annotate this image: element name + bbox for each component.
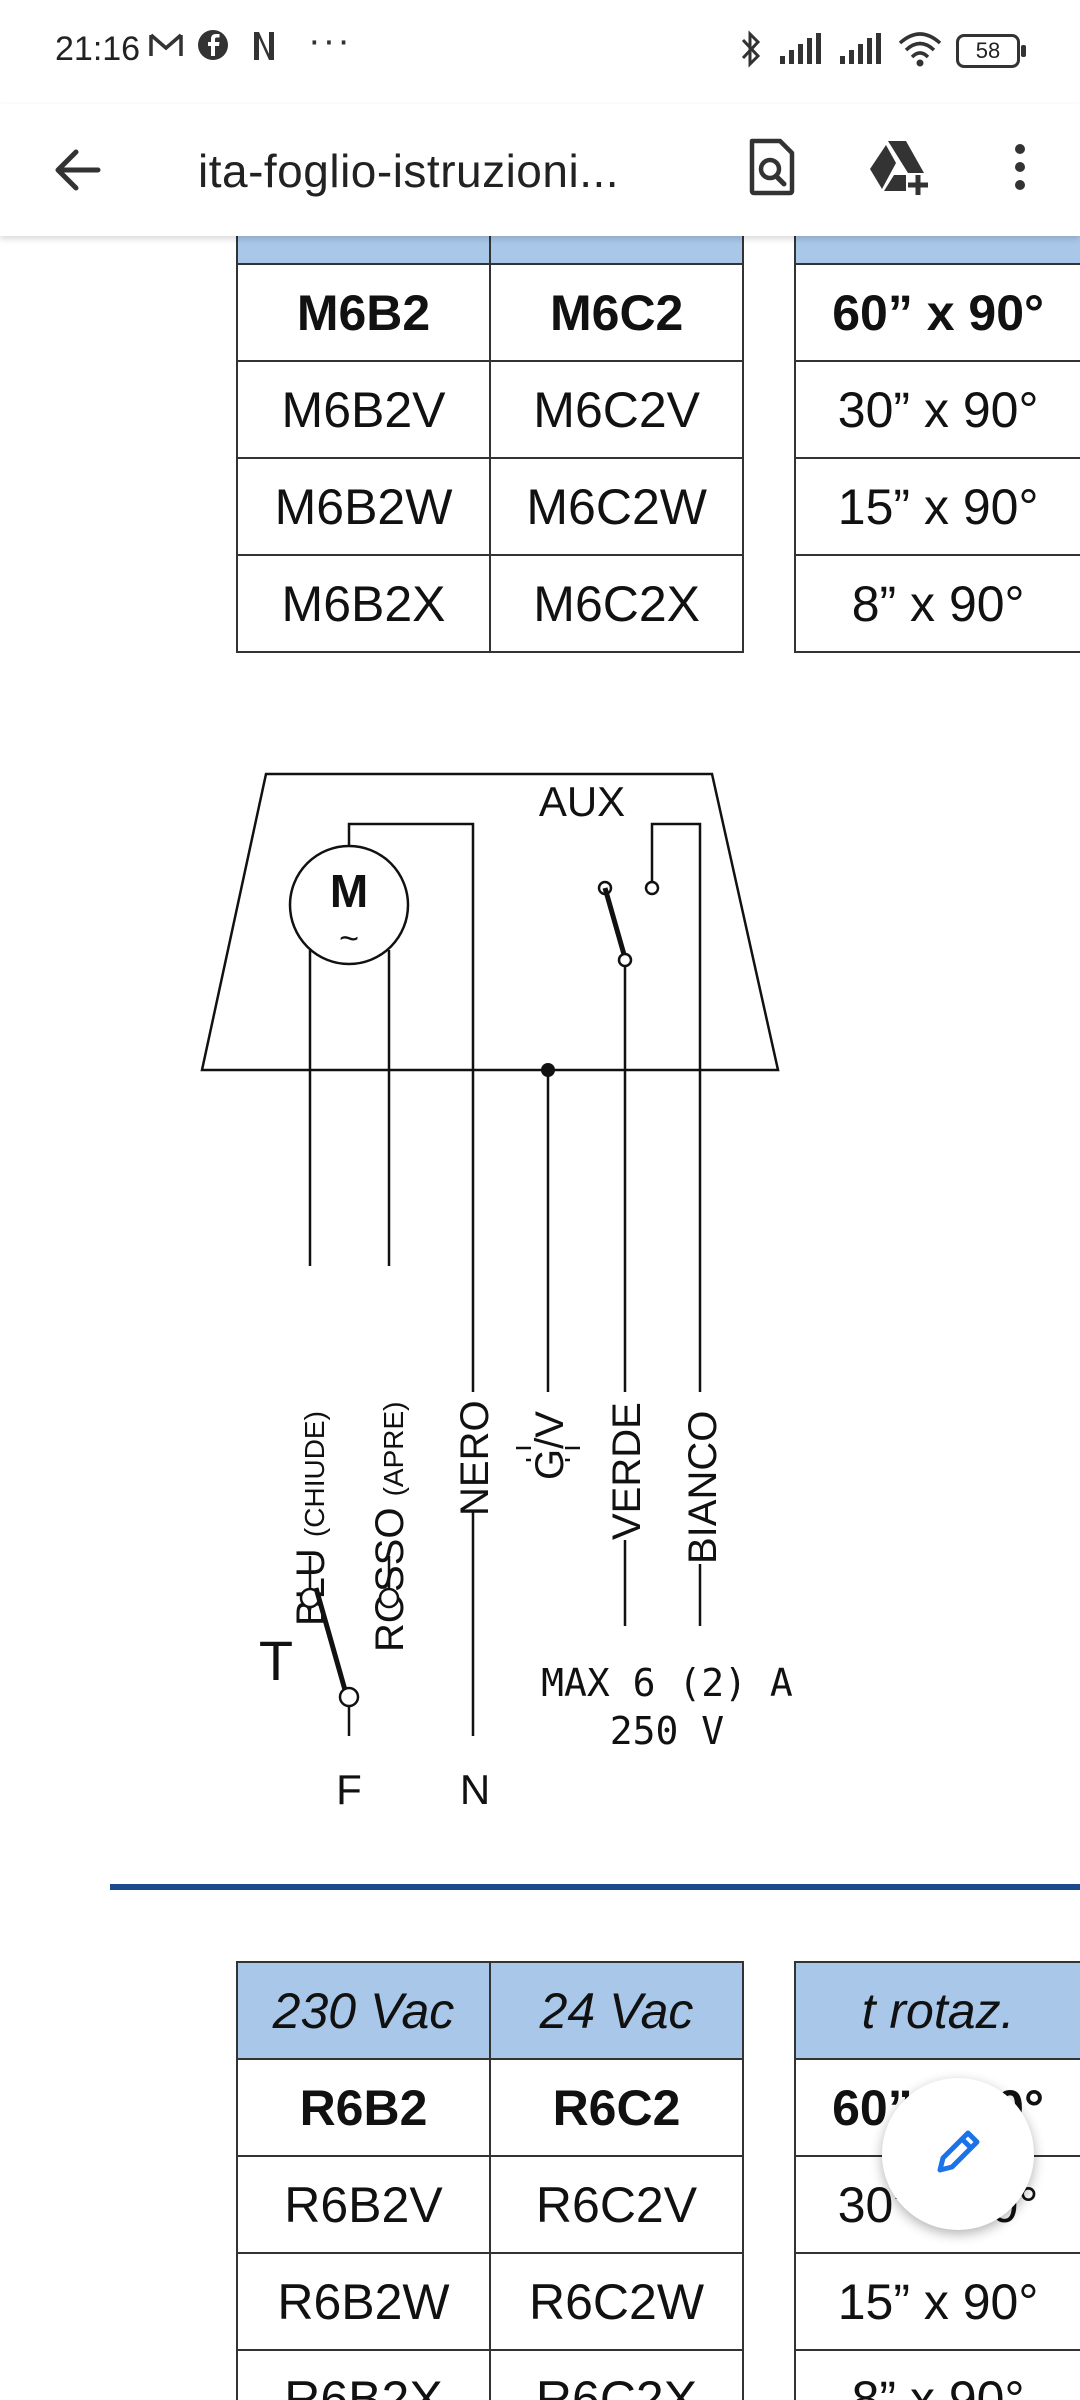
table-cell: R6B2 — [236, 2058, 491, 2157]
label-gv: G/V — [528, 1411, 572, 1480]
status-time: 21:16 — [55, 30, 141, 68]
wiring-diagram: M ~ AUX BLU (CHIUDE) ROSSO (APRE) NERO G… — [200, 772, 793, 1813]
table-cell: 230 Vac — [236, 1961, 491, 2060]
more-dots-icon: ··· — [308, 20, 352, 62]
bluetooth-icon — [738, 29, 764, 74]
table-cell: R6B2V — [236, 2155, 491, 2254]
table-cell: 15” x 90° — [794, 2252, 1080, 2351]
table-row: M6B2 M6C2 60” x 90° — [235, 263, 1080, 362]
table-row: R6B2W R6C2W 15” x 90° — [236, 2252, 1080, 2351]
switch-t-label: T — [259, 1629, 293, 1692]
label-rosso: ROSSO (APRE) — [368, 1401, 412, 1652]
gmail-icon — [148, 28, 184, 70]
table-cell: 8” x 90° — [794, 554, 1080, 653]
document-title: ita-foglio-istruzioni... — [198, 145, 620, 197]
table-gap — [743, 1962, 796, 2059]
wifi-icon — [898, 31, 942, 72]
find-in-page-icon[interactable] — [737, 132, 807, 202]
table-cell: M6C2W — [489, 457, 745, 556]
table-cell: 230 Vac — [235, 236, 492, 265]
ground-junction — [541, 1063, 555, 1077]
status-icons: 58 — [738, 28, 1026, 74]
signal-icon — [778, 32, 824, 71]
table-cell: M6B2X — [235, 554, 492, 653]
table-cell: M6B2V — [235, 360, 492, 459]
f-label: F — [336, 1766, 362, 1813]
table-cell: 15” x 90° — [794, 457, 1080, 556]
table-cell: t rotaz. — [794, 236, 1080, 265]
table-cell: M6B2W — [235, 457, 492, 556]
table-cell: R6B2W — [236, 2252, 491, 2351]
label-verde: VERDE — [605, 1402, 649, 1540]
actuator-housing — [200, 772, 780, 1072]
aux-switch-arm — [602, 887, 628, 959]
wire-nero — [347, 822, 475, 1736]
status-bar: 21:16 ··· 58 — [0, 0, 1080, 104]
table-gap — [743, 2253, 795, 2350]
edit-fab-button[interactable] — [882, 2078, 1034, 2230]
table-cell: 60” x 90° — [794, 263, 1080, 362]
table-row: 230 Vac 24 Vac t rotaz. — [236, 1961, 1080, 2060]
table-cell: 24 Vac — [489, 236, 745, 265]
section-divider — [110, 1884, 1080, 1890]
table-gap — [743, 2059, 795, 2156]
app-toolbar: ita-foglio-istruzioni... — [0, 104, 1080, 236]
label-blu: BLU (CHIUDE) — [289, 1411, 333, 1626]
table-row: M6B2V M6C2V 30” x 90° — [235, 360, 1080, 459]
pdf-page[interactable]: 230 Vac 24 Vac t rotaz. M6B2 M6C2 60” x … — [0, 236, 1080, 2400]
table-cell: 30” x 90° — [794, 360, 1080, 459]
battery-icon: 58 — [956, 34, 1026, 68]
spec-table-m6: 230 Vac 24 Vac t rotaz. M6B2 M6C2 60” x … — [235, 236, 1080, 653]
table-cell: R6C2V — [488, 2155, 745, 2254]
table-cell: t rotaz. — [794, 1961, 1080, 2060]
t-contact-2 — [378, 1587, 400, 1609]
motor-ac-label: ~ — [339, 920, 359, 958]
table-cell: M6C2X — [489, 554, 745, 653]
table-cell: R6C2W — [488, 2252, 745, 2351]
motor-label: M — [330, 865, 368, 917]
pencil-icon — [930, 2124, 986, 2185]
t-contact-common — [338, 1686, 360, 1708]
back-arrow-icon[interactable] — [48, 140, 108, 200]
table-row: 230 Vac 24 Vac t rotaz. — [235, 236, 1080, 265]
table-cell: M6B2 — [235, 263, 492, 362]
table-row: M6B2W M6C2W 15” x 90° — [235, 457, 1080, 556]
table-cell: R6C2X — [488, 2349, 745, 2400]
table-cell: 24 Vac — [488, 1961, 745, 2060]
table-cell: M6C2V — [489, 360, 745, 459]
add-to-drive-icon[interactable] — [864, 132, 934, 202]
table-cell: 8” x 90° — [794, 2349, 1080, 2400]
aux-contact-no — [644, 880, 660, 896]
notion-icon — [250, 28, 278, 72]
signal-icon-2 — [838, 32, 884, 71]
table-gap — [743, 2350, 795, 2400]
label-nero: NERO — [453, 1400, 497, 1516]
rating-line-1: MAX 6 (2) A — [541, 1661, 793, 1705]
aux-label: AUX — [539, 778, 625, 825]
wire-bianco — [650, 822, 702, 1626]
facebook-icon — [196, 28, 230, 70]
more-options-icon[interactable] — [985, 132, 1055, 202]
aux-contact-common — [617, 952, 633, 968]
table-cell: R6C2 — [488, 2058, 745, 2157]
table-row: R6B2V R6C2V 30” x 90° — [236, 2155, 1080, 2254]
table-gap — [743, 2156, 795, 2253]
table-cell: R6B2X — [236, 2349, 491, 2400]
n-label: N — [460, 1766, 490, 1813]
table-row: M6B2X M6C2X 8” x 90° — [235, 554, 1080, 653]
table-row: R6B2X R6C2X 8” x 90° — [236, 2349, 1080, 2400]
table-cell: M6C2 — [489, 263, 745, 362]
t-switch-arm — [313, 1587, 348, 1691]
rating-line-2: 250 V — [610, 1709, 724, 1753]
label-bianco: BIANCO — [681, 1411, 725, 1564]
table-gap — [743, 236, 796, 264]
